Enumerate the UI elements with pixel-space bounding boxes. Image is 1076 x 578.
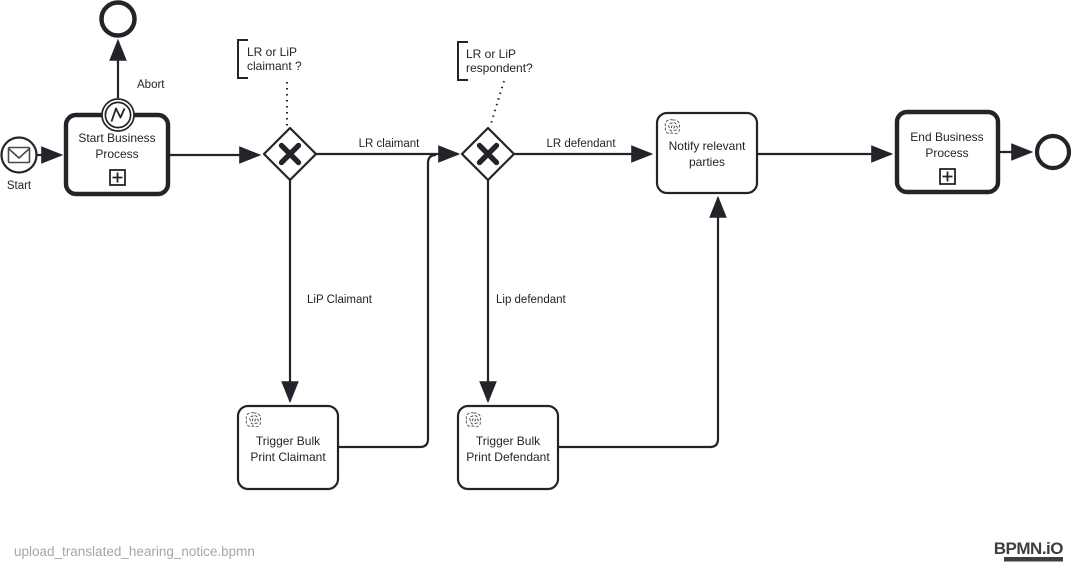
start-event-label[interactable]: Start xyxy=(7,180,32,192)
task-label-line: End Business xyxy=(910,130,983,144)
task-notify-relevant-parties[interactable]: Notify relevant parties xyxy=(655,111,759,195)
lip-claimant-label[interactable]: LiP Claimant xyxy=(307,294,373,306)
error-zigzag-icon xyxy=(110,107,126,122)
abort-flow-label[interactable]: Abort xyxy=(137,79,165,91)
start-event[interactable] xyxy=(0,136,38,174)
bpmn-io-logo-underline xyxy=(1004,557,1063,562)
bpmn-io-logo[interactable]: BPMN.iO xyxy=(994,539,1064,562)
lr-claimant-label[interactable]: LR claimant xyxy=(359,138,421,150)
bpmn-io-logo-text[interactable]: BPMN.iO xyxy=(994,539,1064,558)
task-label-line: Notify relevant xyxy=(669,139,746,153)
task-trigger-bulk-print-claimant[interactable]: Trigger Bulk Print Claimant xyxy=(236,404,340,491)
task-label-line: Process xyxy=(95,147,138,161)
task-label-line: Start Business xyxy=(78,131,155,145)
abort-end-event[interactable] xyxy=(99,0,137,38)
task-start-business-process[interactable]: Start Business Process xyxy=(63,112,171,197)
task-label-line: parties xyxy=(689,155,725,169)
task-label-line: Print Claimant xyxy=(250,450,326,464)
error-boundary-event[interactable] xyxy=(101,98,135,132)
x-icon xyxy=(278,142,302,166)
association-respondent-annotation[interactable] xyxy=(489,80,505,128)
claimant-exclusive-gateway[interactable] xyxy=(262,126,318,182)
flow-print-defendant-to-notify[interactable] xyxy=(558,195,727,449)
annotation-line: LR or LiP xyxy=(247,45,297,59)
diagram-filename: upload_translated_hearing_notice.bpmn xyxy=(14,544,255,559)
sequence-flows xyxy=(37,38,1034,449)
annotation-respondent[interactable]: LR or LiP respondent? xyxy=(457,41,533,81)
lr-defendant-label[interactable]: LR defendant xyxy=(546,138,616,150)
respondent-exclusive-gateway[interactable] xyxy=(460,126,516,182)
flow-print-claimant-to-respondent-gateway[interactable] xyxy=(338,153,437,449)
annotation-bracket xyxy=(237,39,248,79)
task-label-line: Trigger Bulk xyxy=(476,434,541,448)
annotation-line: LR or LiP xyxy=(466,47,516,61)
task-trigger-bulk-print-defendant[interactable]: Trigger Bulk Print Defendant xyxy=(456,404,560,491)
lip-defendant-label[interactable]: Lip defendant xyxy=(496,294,567,306)
end-event[interactable] xyxy=(1034,133,1072,171)
annotation-bracket xyxy=(457,41,468,81)
task-label-line: Trigger Bulk xyxy=(256,434,321,448)
envelope-icon xyxy=(7,146,31,164)
task-label-line: Print Defendant xyxy=(466,450,550,464)
annotation-line: claimant ? xyxy=(247,59,302,73)
annotation-claimant[interactable]: LR or LiP claimant ? xyxy=(237,39,302,79)
subprocess-plus-icon[interactable] xyxy=(939,168,956,185)
annotation-line: respondent? xyxy=(466,61,533,75)
task-end-business-process[interactable]: End Business Process xyxy=(894,109,1001,195)
subprocess-plus-icon[interactable] xyxy=(109,169,126,186)
task-label-line: Process xyxy=(925,146,968,160)
x-icon xyxy=(476,142,500,166)
